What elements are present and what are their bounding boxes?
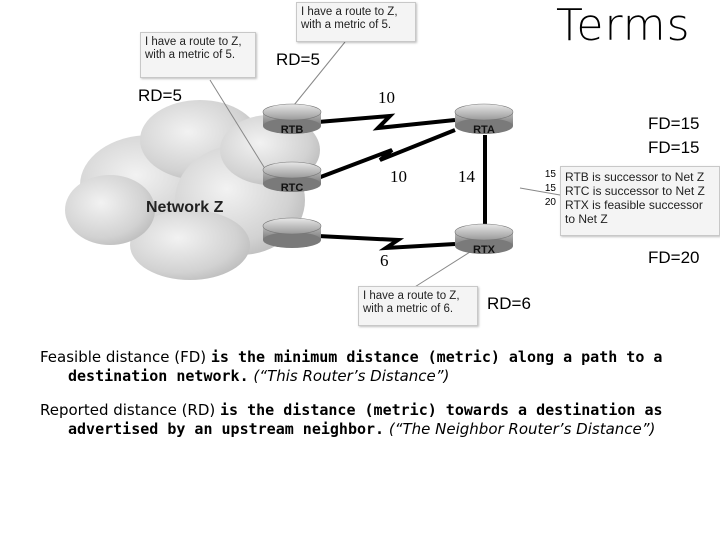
fd-term: Feasible distance (FD) <box>40 348 207 366</box>
link-rtz-rtx <box>317 234 456 251</box>
rd-bottom-label: RD=6 <box>487 294 531 313</box>
rtb-route-note: I have a route to Z, with a metric of 5. <box>140 32 256 78</box>
metric-rtc-rta: 10 <box>390 167 407 186</box>
successor-metric: 15 <box>544 183 556 194</box>
rd-text: is the distance (metric) towards a desti… <box>68 401 663 438</box>
network-z-label: Network Z <box>146 199 224 216</box>
successor-line: RTC is successor to Net Z <box>565 184 705 198</box>
metric-rtb-rta: 10 <box>378 88 395 107</box>
fd-quote: (“This Router’s Distance”) <box>253 367 450 385</box>
successor-note: RTB is successor to Net Z RTC is success… <box>560 166 720 236</box>
rd-top-label: RD=5 <box>276 50 320 69</box>
rd-term: Reported distance (RD) <box>40 401 216 419</box>
successor-line: RTB is successor to Net Z <box>565 170 705 184</box>
router-rtx: RTX <box>454 223 514 256</box>
successor-metric: 20 <box>544 197 556 208</box>
fd-label-3: FD=20 <box>648 248 700 267</box>
metric-rta-rtx: 14 <box>458 167 475 186</box>
successor-line: RTX is feasible successor <box>565 198 703 212</box>
router-cloud <box>262 217 322 248</box>
router-rtc-label: RTC <box>281 182 304 194</box>
router-rtx-label: RTX <box>473 244 496 256</box>
router-rta-label: RTA <box>473 124 495 136</box>
rtx-route-note: I have a route to Z, with a metric of 6. <box>358 286 478 326</box>
fd-label-1: FD=15 <box>648 114 700 133</box>
router-rtb-label: RTB <box>281 124 304 136</box>
metric-rtx-z: 6 <box>380 251 389 270</box>
fd-definition: Feasible distance (FD) is the minimum di… <box>40 348 710 386</box>
rd-left-label: RD=5 <box>138 86 182 105</box>
rd-quote: (“The Neighbor Router’s Distance”) <box>388 420 656 438</box>
rtc-route-note: I have a route to Z, with a metric of 5. <box>296 2 416 42</box>
fd-label-2: FD=15 <box>648 138 700 157</box>
link-rtc-rta <box>317 128 456 180</box>
network-diagram: RTB RTA RTC RTX Network Z <box>65 41 561 291</box>
rd-definition: Reported distance (RD) is the distance (… <box>40 401 710 439</box>
router-rta: RTA <box>454 103 514 136</box>
successor-metrics: 15 15 20 <box>526 168 556 210</box>
router-rtb: RTB <box>262 103 322 136</box>
successor-line: to Net Z <box>565 212 608 226</box>
page-title: Terms <box>556 0 691 51</box>
router-rtc: RTC <box>262 161 322 194</box>
successor-metric: 15 <box>544 169 556 180</box>
links <box>317 113 487 251</box>
fd-text: is the minimum distance (metric) along a… <box>68 348 663 385</box>
link-rtb-rta <box>317 113 456 131</box>
